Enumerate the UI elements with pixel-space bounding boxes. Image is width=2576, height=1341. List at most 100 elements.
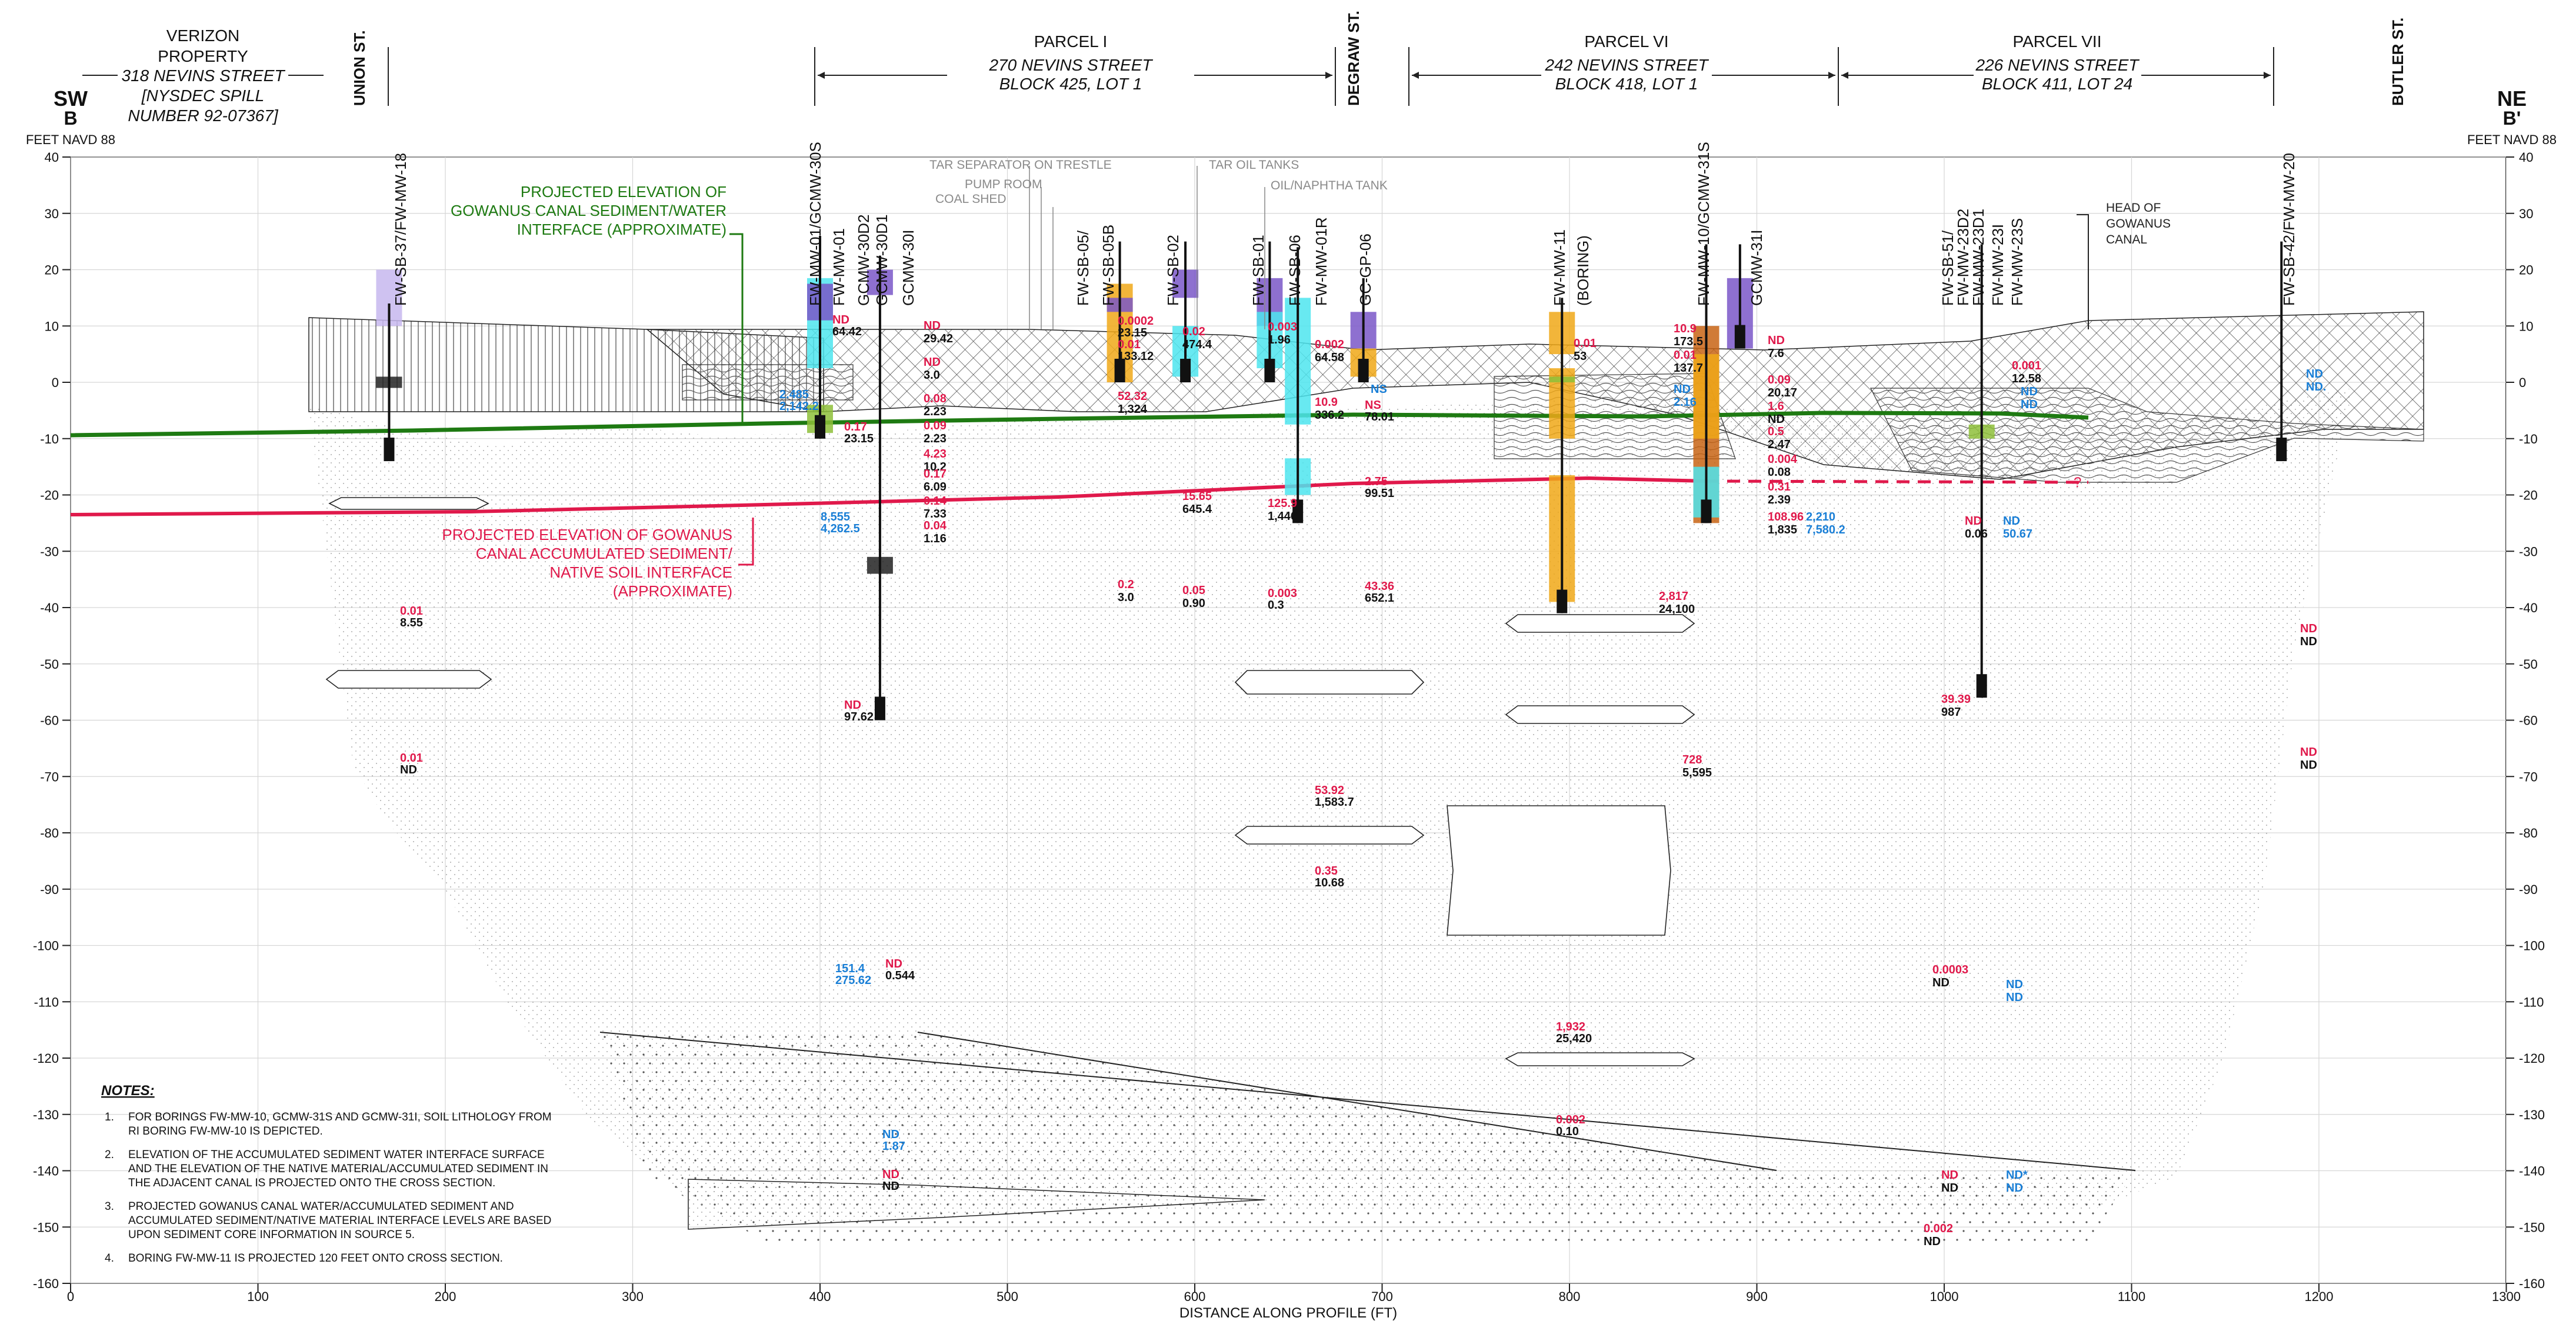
y-tick-left: -150 [33,1220,59,1235]
note-number: 4. [105,1252,114,1265]
sample-value: 0.0003 [1932,963,1968,976]
boring-label: FW-SB-42/FW-MW-20 [2280,153,2298,306]
sample-value: 0.001 [2012,359,2041,372]
sample-value: ND [400,763,417,776]
screen-interval [1180,359,1191,382]
y-tick-left: -70 [40,769,59,784]
sample-value: 173.5 [1674,335,1703,348]
sample-value: ND* [2006,1169,2028,1182]
sample-value: 0.09 [1768,373,1791,386]
screen-interval [1557,589,1568,613]
sample-value: 0.01 [400,605,423,618]
sample-value: 0.01 [1674,349,1697,362]
sample-value: ND [1941,1182,1958,1195]
sample-value: 0.3 [1268,599,1284,612]
sample-value: ND [1768,334,1785,347]
lithology-lenses [325,497,1695,1066]
sample-value: 652.1 [1365,592,1394,605]
sample-value: 137.7 [1674,362,1703,375]
parcel-7-name: PARCEL VII [2013,32,2102,51]
y-tick-left: -120 [33,1051,59,1066]
sample-value: 78.01 [1365,411,1394,423]
y-tick-left: -20 [40,488,59,503]
boring-column [2276,241,2287,462]
y-tick-left: -40 [40,601,59,615]
sample-value: ND [924,319,941,332]
sample-value: 2,210 [1806,511,1835,523]
sample-value: 2.485 [779,388,809,401]
sample-value: 0.004 [1768,453,1798,466]
boring-column [1727,244,1753,349]
sample-value: ND [882,1128,899,1141]
sn-annot-2: CANAL ACCUMULATED SEDIMENT/ [476,545,733,562]
sample-value: 1.6 [1768,400,1784,413]
sample-value: ND [2006,978,2023,991]
screen-interval [384,438,395,462]
sample-value: 3.0 [1118,591,1134,604]
y-tick-left: -140 [33,1164,59,1179]
boring-label: FW-MW-01 [830,228,848,306]
boring-label: GC-GP-06 [1357,233,1374,306]
boring-column [867,255,893,720]
x-tick: 900 [1746,1289,1768,1304]
parcel-6-block: BLOCK 418, LOT 1 [1555,75,1698,93]
x-tick: 100 [247,1289,269,1304]
sample-value: 39.39 [1941,693,1971,706]
sample-value: 52.32 [1118,390,1147,403]
sample-value: 1.87 [882,1140,905,1153]
boring-column [1350,278,1377,382]
sample-value: ND [885,958,902,970]
screen-interval [1701,499,1712,523]
sample-value: 0.04 [924,519,947,532]
y-tick-right: 30 [2519,206,2533,221]
sn-annot-4: (APPROXIMATE) [613,582,732,600]
screen-interval [2276,438,2287,462]
y-tick-left: -110 [34,995,59,1009]
sample-value: 1,583.7 [1315,796,1354,809]
y-tick-right: -20 [2519,488,2538,503]
sample-value: 4.23 [924,448,947,461]
sample-value: 6.09 [924,481,947,493]
boring-column [1693,244,1719,523]
sample-value: ND [844,699,861,712]
leader-lines [729,166,2089,566]
note-line: ACCUMULATED SEDIMENT/NATIVE MATERIAL INT… [128,1215,551,1227]
sample-value: ND [832,313,849,326]
sample-value: 0.90 [1182,597,1205,610]
sample-value: 0.002 [1924,1222,1953,1235]
sample-value: 0.05 [1182,584,1205,597]
y-tick-left: -30 [40,544,59,559]
sample-value: 0.0002 [1118,315,1154,328]
sample-value: 151.4 [835,962,865,975]
boring-label: GCMW-31I [1748,229,1765,306]
sample-value: NS [1365,399,1381,412]
street-union: UNION ST. [351,30,368,106]
sample-value: ND [2300,759,2317,772]
notes: NOTES: 1.FOR BORINGS FW-MW-10, GCMW-31S … [101,1083,552,1265]
label-sw: SW [54,86,88,111]
sample-value: 1,446 [1268,510,1297,523]
parcel-1-name: PARCEL I [1034,32,1107,51]
sample-value: 7,580.2 [1806,523,1845,536]
head-annot-1: HEAD OF [2106,201,2161,215]
sample-value: ND [1924,1235,1941,1248]
sample-value: 728 [1682,753,1702,766]
y-tick-right: -140 [2519,1164,2545,1179]
sample-value: 0.2 [1118,578,1134,591]
y-tick-right: -100 [2519,939,2545,953]
y-tick-left: 40 [45,150,59,165]
boring-label: FW-SB-06 [1286,235,1304,306]
x-tick: 0 [67,1289,74,1304]
boring-label: FW-MW-23D1 [1970,209,1987,306]
sample-value: 0.003 [1268,587,1297,600]
x-tick: 600 [1184,1289,1206,1304]
sample-value: ND [882,1168,899,1181]
parcel-6-name: PARCEL VI [1584,32,1668,51]
sample-value: 10.9 [1674,322,1697,335]
sample-value: 0.5 [1768,425,1784,438]
sample-value: 2.23 [924,405,947,418]
sample-value: 5,595 [1682,766,1712,779]
y-tick-right: -40 [2519,601,2538,615]
sample-values: 0.018.550.01NDND64.420.1723.152.4852,142… [400,313,2326,1248]
